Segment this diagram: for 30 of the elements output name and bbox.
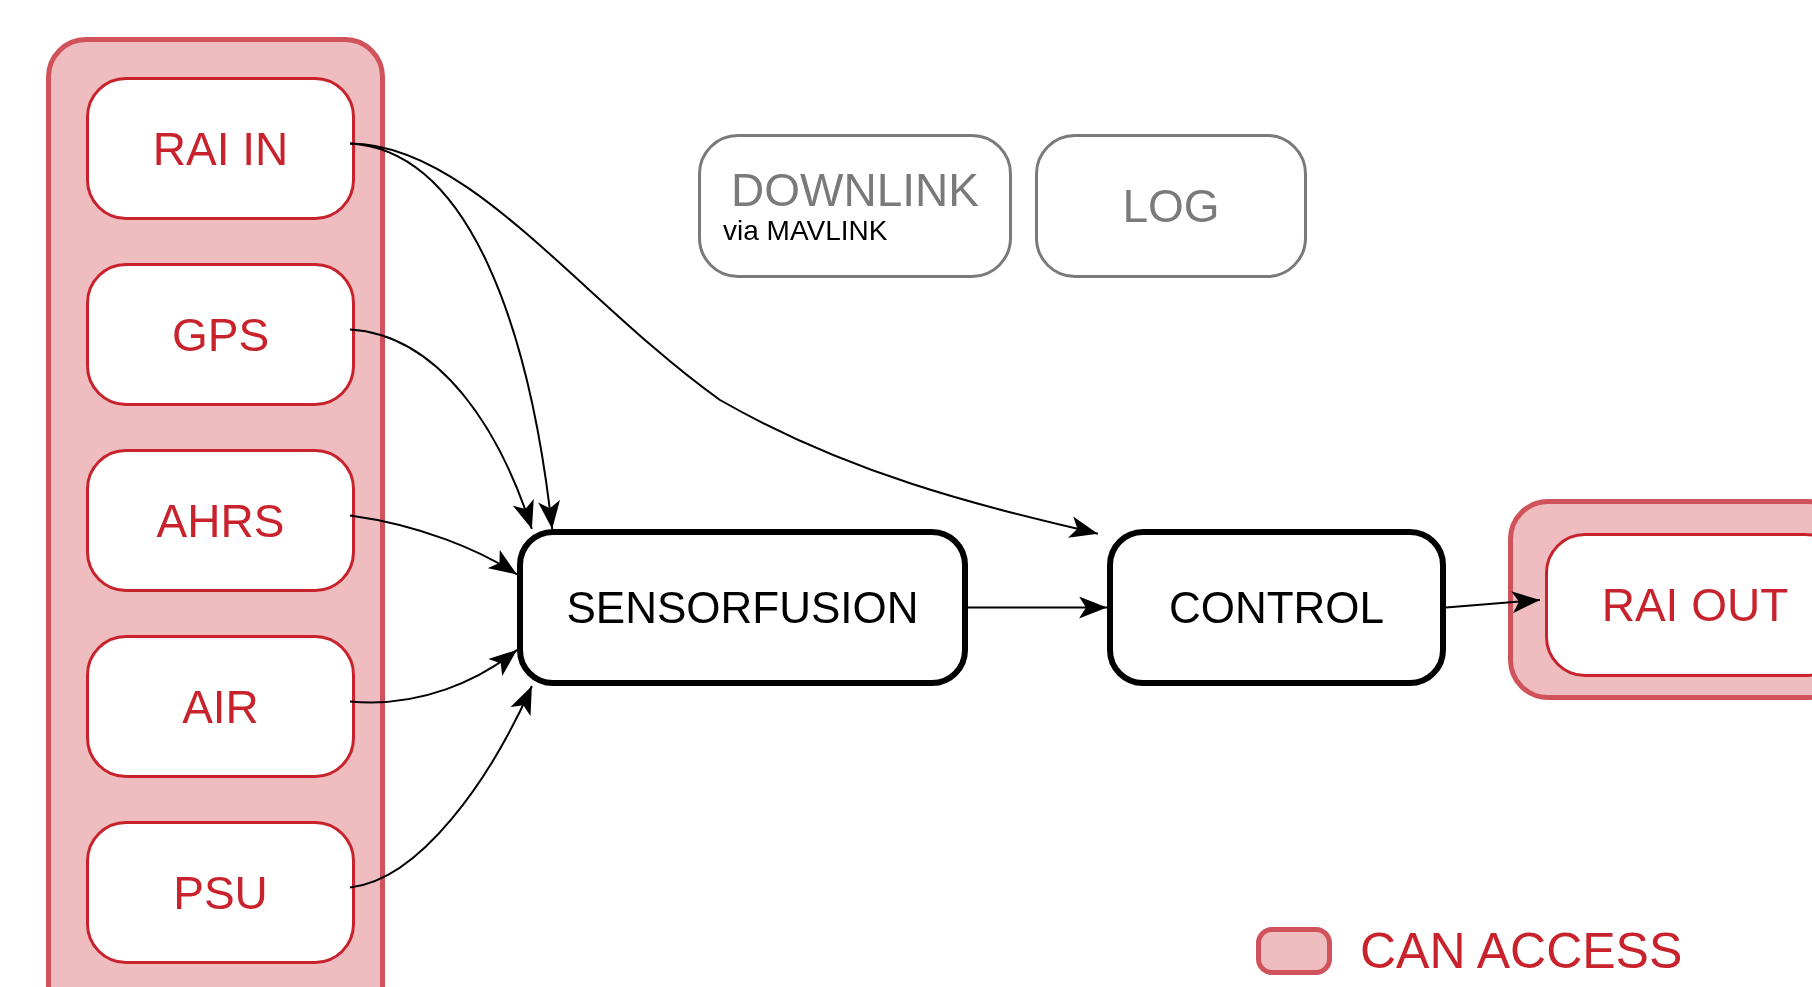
- group-panel: [1508, 499, 1812, 700]
- node-label: RAI IN: [152, 125, 289, 172]
- module-box: [86, 77, 355, 220]
- process-box: [517, 529, 968, 686]
- module-box: [86, 635, 355, 778]
- module-box: [86, 449, 355, 592]
- arrow: [967, 596, 1108, 619]
- arrow: [349, 648, 518, 704]
- module-box: [1035, 134, 1307, 278]
- node-label: SENSORFUSION: [566, 585, 919, 630]
- arrow: [1445, 591, 1541, 614]
- module-box: [86, 263, 355, 406]
- arrow: [349, 142, 1099, 538]
- node-label: AIR: [182, 683, 259, 730]
- node-label: DOWNLINK: [731, 167, 979, 213]
- legend-label: CAN ACCESS: [1360, 926, 1683, 976]
- process-box: [1107, 529, 1446, 686]
- node-label: AHRS: [156, 497, 285, 544]
- node-label: RAI OUT: [1601, 582, 1789, 628]
- node-label: GPS: [171, 311, 270, 358]
- node-label: LOG: [1122, 183, 1220, 229]
- arrow: [349, 328, 534, 530]
- node-label: PSU: [173, 869, 268, 916]
- module-box: [698, 134, 1012, 278]
- node-subtitle: via MAVLINK: [723, 217, 888, 245]
- arrow: [349, 685, 533, 889]
- module-box: [86, 821, 355, 964]
- module-box: [1545, 533, 1812, 677]
- node-label: CONTROL: [1168, 585, 1385, 630]
- group-panel: [46, 37, 385, 987]
